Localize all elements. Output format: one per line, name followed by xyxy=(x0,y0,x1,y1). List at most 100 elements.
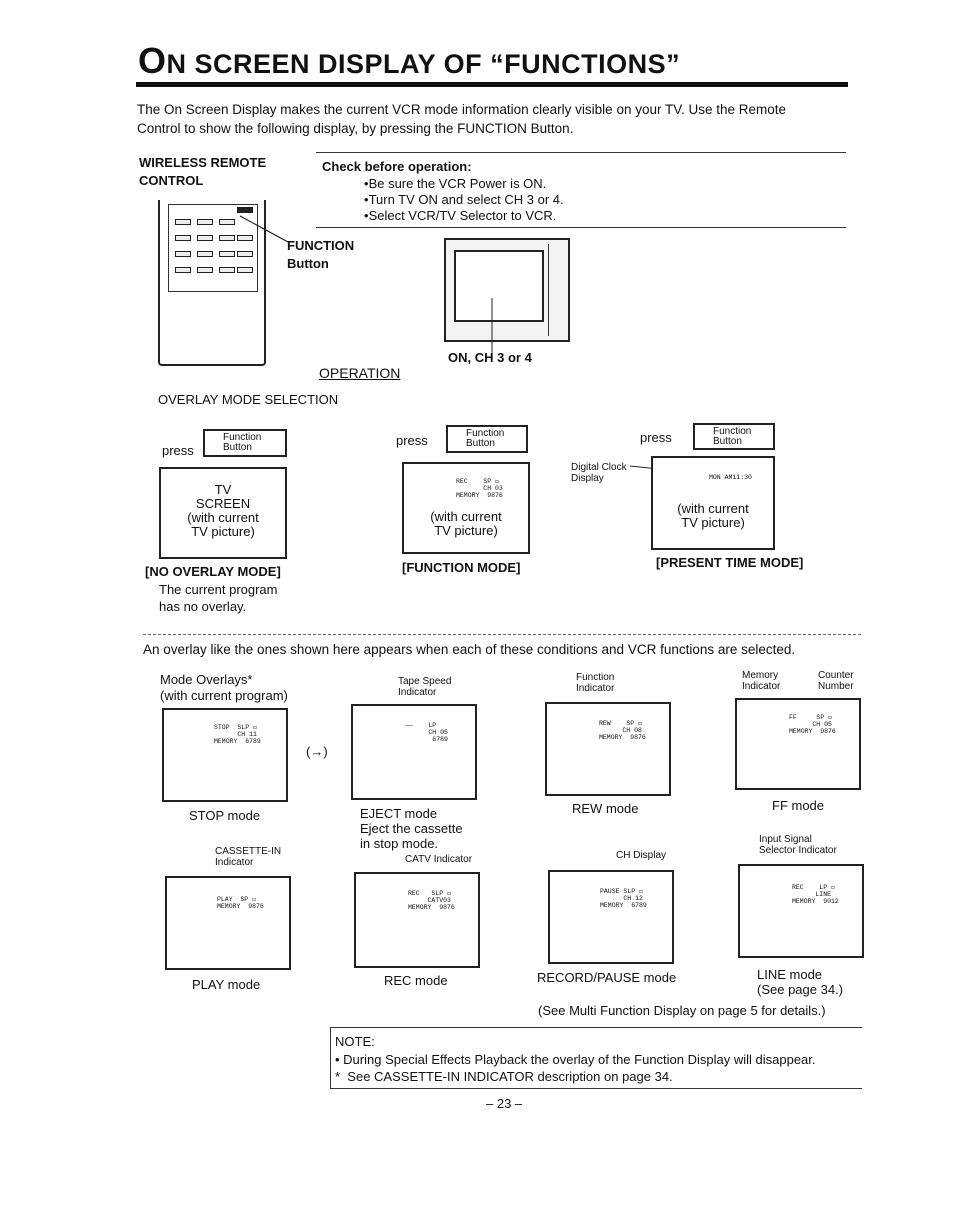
press-label: press xyxy=(640,430,672,445)
osd-text: MON AM11:30 xyxy=(709,474,752,481)
mode-overlays-heading: Mode Overlays* (with current program) xyxy=(160,672,288,704)
label-line: Indicator xyxy=(742,681,781,692)
label-line: (See page 34.) xyxy=(757,982,844,997)
check-item-1: Be sure the VCR Power is ON. xyxy=(364,176,846,192)
remote-button xyxy=(175,267,191,273)
osd-text: REC SLP ▭ CATV03 MEMORY 9876 xyxy=(408,890,455,911)
remote-label: WIRELESS REMOTE CONTROL xyxy=(139,154,266,190)
function-button-line-2: Button xyxy=(223,442,252,453)
present-time-title: [PRESENT TIME MODE] xyxy=(656,555,804,570)
page-number: – 23 – xyxy=(486,1096,523,1111)
osd-text: FF SP ▭ CH 05 MEMORY 9876 xyxy=(789,714,836,735)
check-before-operation: Check before operation: Be sure the VCR … xyxy=(316,152,846,228)
asterisk: * xyxy=(335,1069,348,1084)
check-list: Be sure the VCR Power is ON. Turn TV ON … xyxy=(364,176,846,224)
remote-button xyxy=(237,267,253,273)
function-button-line-2: Button xyxy=(713,436,742,447)
title-initial: O xyxy=(138,40,167,81)
line-mode-screen: REC LP ▭ LINE MEMORY 9012 xyxy=(738,864,864,958)
screen-text: (with current xyxy=(187,510,259,525)
play-mode-screen: PLAY SP ▭ MEMORY 9876 xyxy=(165,876,291,970)
remote-button xyxy=(175,219,191,225)
title-rest: N SCREEN DISPLAY OF “FUNCTIONS” xyxy=(166,49,681,79)
line-mode-label: LINE mode (See page 34.) xyxy=(757,967,843,997)
overlays-intro: An overlay like the ones shown here appe… xyxy=(143,642,796,657)
function-label-line-2: Button xyxy=(287,256,329,271)
label-line: Counter xyxy=(818,670,854,681)
remote-button xyxy=(219,251,235,257)
function-button-graphic: Function Button xyxy=(446,425,528,453)
osd-text: REC SP ▭ CH 03 MEMORY 9876 xyxy=(456,478,503,499)
eject-mode-label: EJECT mode xyxy=(360,806,438,821)
check-item-2: Turn TV ON and select CH 3 or 4. xyxy=(364,192,846,208)
rew-mode-screen: REW SP ▭ CH 08 MEMORY 9876 xyxy=(545,702,671,796)
callout-line: Digital Clock xyxy=(571,462,627,473)
screen-text: (with current xyxy=(677,501,749,516)
intro-line-2: Control to show the following display, b… xyxy=(137,121,574,136)
screen-caption: (with current TV picture) xyxy=(404,510,528,538)
see-multi-function-note: (See Multi Function Display on page 5 fo… xyxy=(538,1003,826,1018)
label-line: Indicator xyxy=(398,687,437,698)
press-label: press xyxy=(162,443,194,458)
label-line: Number xyxy=(818,681,854,692)
osd-text: REW SP ▭ CH 08 MEMORY 9876 xyxy=(599,720,646,741)
remote-label-line-1: WIRELESS REMOTE xyxy=(139,155,267,170)
function-button-line-1: Function xyxy=(466,428,505,439)
screen-text: SCREEN xyxy=(195,496,251,511)
remote-button xyxy=(175,235,191,241)
bullet: • xyxy=(335,1052,344,1067)
function-mode-screen: REC SP ▭ CH 03 MEMORY 9876 (with current… xyxy=(402,462,530,554)
function-button-line-1: Function xyxy=(223,432,262,443)
ff-mode-label: FF mode xyxy=(772,798,825,813)
digital-clock-callout: Digital Clock Display xyxy=(571,462,627,484)
no-overlay-description: The current program has no overlay. xyxy=(159,581,278,615)
eject-mode-description: EJECT mode Eject the cassette in stop mo… xyxy=(360,806,463,851)
intro-line-1: The On Screen Display makes the current … xyxy=(137,102,787,117)
check-item-3: Select VCR/TV Selector to VCR. xyxy=(364,208,846,224)
tv-set-icon xyxy=(444,238,570,342)
record-pause-mode-label: RECORD/PAUSE mode xyxy=(537,970,677,985)
desc-line: The current program xyxy=(159,582,278,597)
note-heading: NOTE: xyxy=(335,1034,375,1049)
osd-text: PLAY SP ▭ MEMORY 9876 xyxy=(217,896,264,910)
eject-mode-screen: —— LP CH 05 6789 xyxy=(351,704,477,800)
title-rule xyxy=(136,82,848,87)
remote-control-icon xyxy=(158,200,266,366)
function-button-graphic: Function Button xyxy=(203,429,287,457)
stop-mode-screen: STOP SLP ▭ CH 11 MEMORY 6789 xyxy=(162,708,288,802)
label-line: Indicator xyxy=(576,683,615,694)
operation-heading: OPERATION xyxy=(319,365,401,381)
label-line: Indicator xyxy=(215,857,254,868)
note-text: During Special Effects Playback the over… xyxy=(343,1052,816,1067)
intro-text: The On Screen Display makes the current … xyxy=(137,100,849,138)
section-divider xyxy=(143,634,861,635)
rec-mode-label: REC mode xyxy=(384,973,448,988)
label-line: Selector Indicator xyxy=(759,845,837,856)
note-line-2: * See CASSETTE-IN INDICATOR description … xyxy=(335,1068,862,1085)
remote-button xyxy=(237,251,253,257)
note-box: NOTE: • During Special Effects Playback … xyxy=(330,1027,862,1089)
function-button-label: FUNCTION Button xyxy=(287,237,354,273)
input-signal-indicator-label: Input Signal Selector Indicator xyxy=(759,834,837,856)
screen-caption: (with current TV picture) xyxy=(653,502,773,530)
label-line: Input Signal xyxy=(759,834,812,845)
function-button-line-1: Function xyxy=(713,426,752,437)
osd-text: —— LP CH 05 6789 xyxy=(405,722,448,743)
label-line: Tape Speed xyxy=(398,676,452,687)
remote-function-button xyxy=(237,207,253,213)
label-line: CASSETTE-IN xyxy=(215,846,282,857)
rec-mode-screen: REC SLP ▭ CATV03 MEMORY 9876 xyxy=(354,872,480,968)
no-overlay-title: [NO OVERLAY MODE] xyxy=(145,564,281,579)
catv-indicator-label: CATV Indicator xyxy=(405,854,473,865)
function-indicator-label: Function Indicator xyxy=(576,672,614,694)
tv-side xyxy=(548,244,566,336)
no-overlay-screen: TV SCREEN (with current TV picture) xyxy=(159,467,287,559)
function-mode-title: [FUNCTION MODE] xyxy=(402,560,521,575)
desc-line: Eject the cassette xyxy=(360,821,463,836)
remote-button xyxy=(197,251,213,257)
tv-pointer-line xyxy=(491,298,493,354)
tv-channel-label: ON, CH 3 or 4 xyxy=(448,350,532,365)
label-line: Memory xyxy=(742,670,779,681)
remote-button xyxy=(197,267,213,273)
function-pointer-line xyxy=(239,215,289,243)
